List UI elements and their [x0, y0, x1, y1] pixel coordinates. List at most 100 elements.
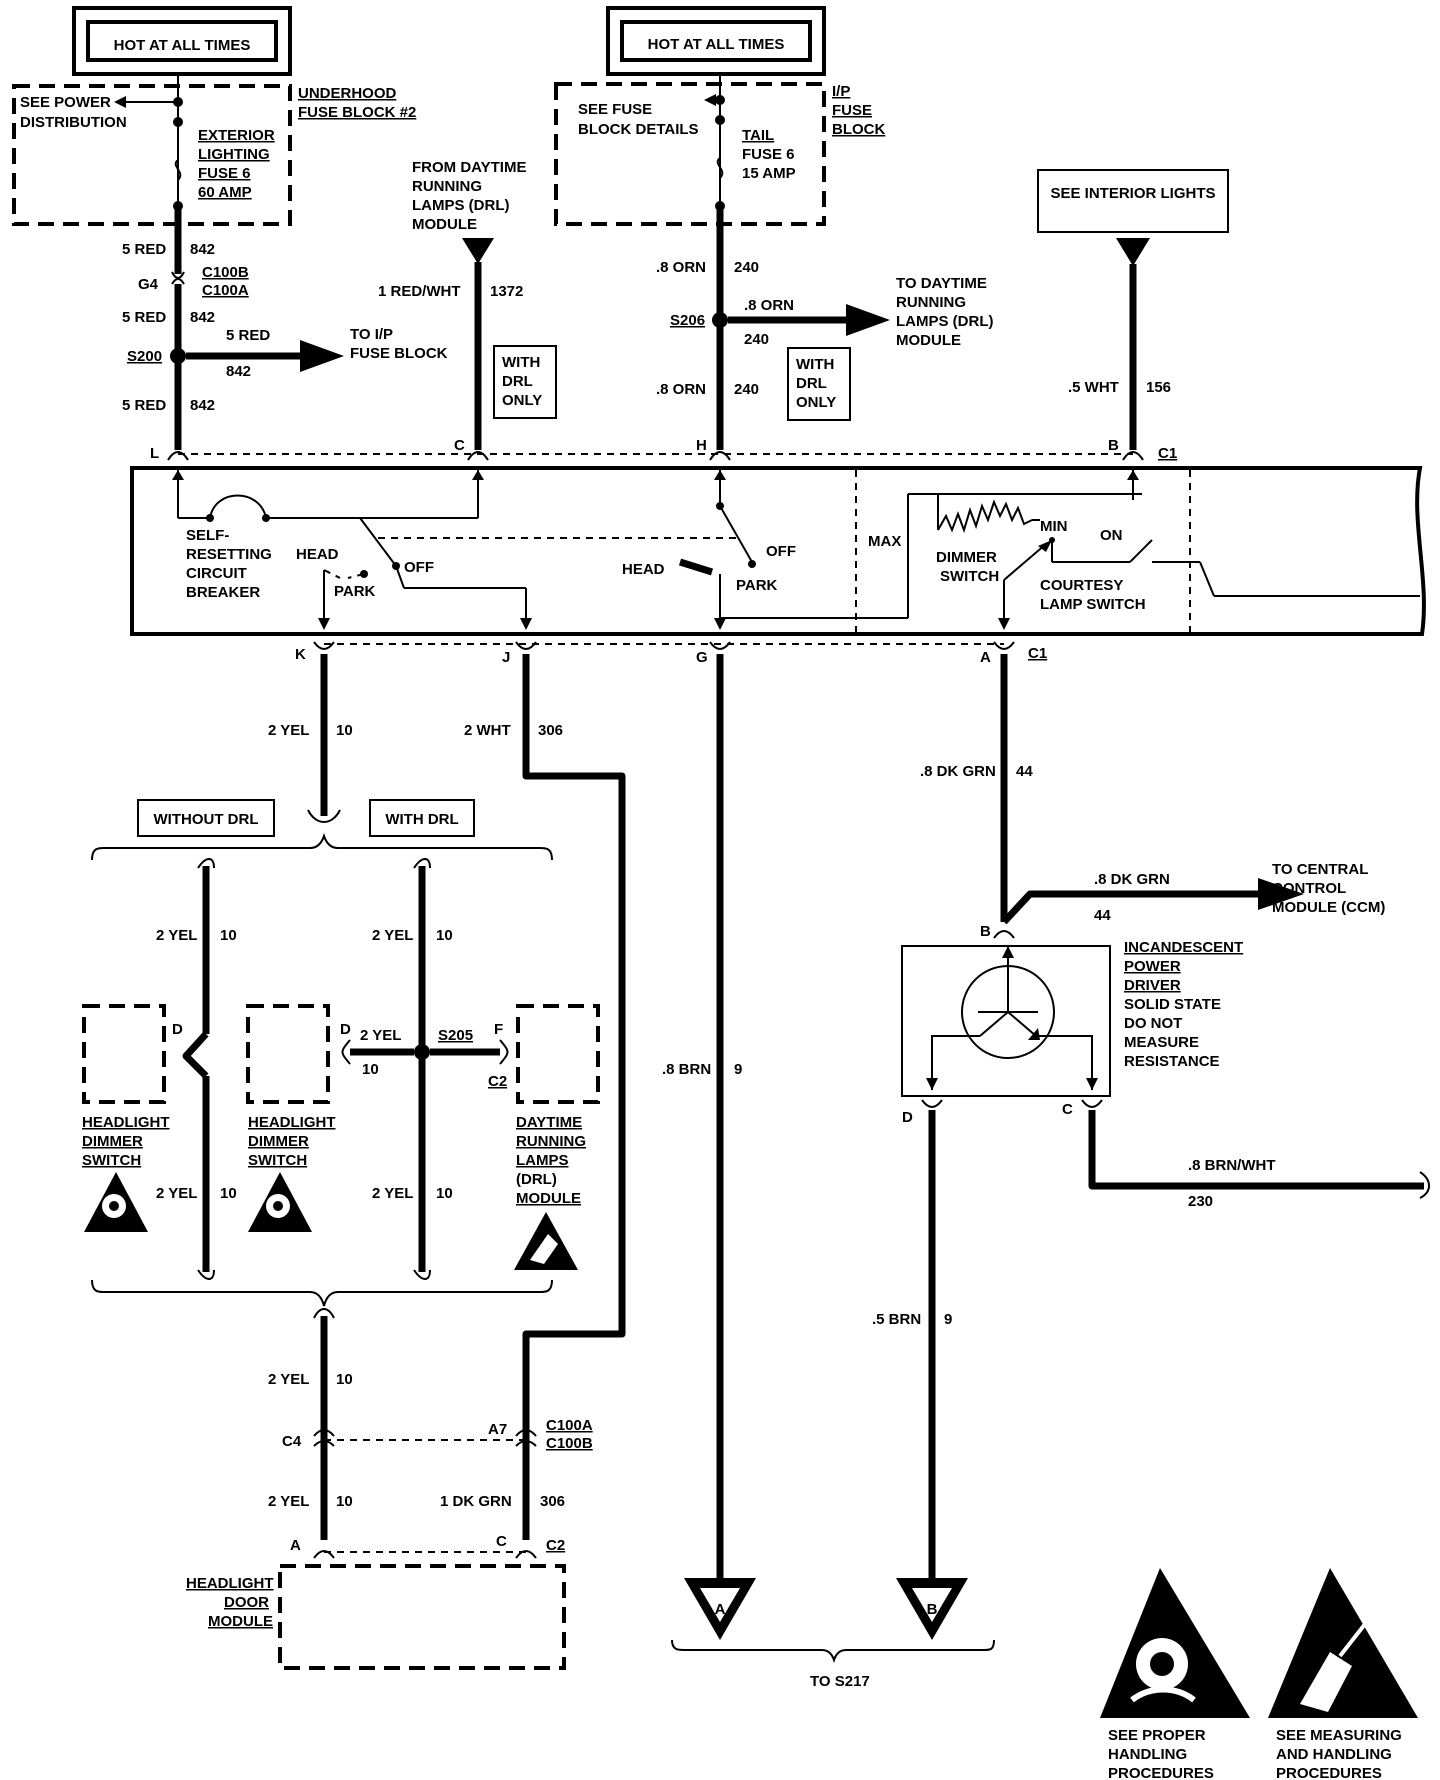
ip-block-name-2: FUSE: [832, 102, 872, 119]
measuring-2: AND HANDLING: [1276, 1746, 1392, 1763]
c100a-label: C100A: [202, 282, 249, 299]
s206-label: S206: [670, 312, 705, 329]
drl-module-b: RUNNING: [516, 1133, 586, 1150]
underhood-fuse-block: SEE POWER DISTRIBUTION UNDERHOOD FUSE BL…: [12, 74, 416, 226]
fuse1-name-1: EXTERIOR: [198, 127, 275, 144]
drl-module-a: DAYTIME: [516, 1114, 582, 1131]
measuring-1: SEE MEASURING: [1276, 1727, 1402, 1744]
s205-pin-f: F: [494, 1021, 503, 1038]
interior-lights-label: SEE INTERIOR LIGHTS: [1050, 185, 1215, 202]
dimmer-switch-2-a: HEADLIGHT: [248, 1114, 336, 1131]
fuse2-name-3: 15 AMP: [742, 165, 796, 182]
courtesy-2: LAMP SWITCH: [1040, 596, 1146, 613]
wire-156: SEE INTERIOR LIGHTS .5 WHT 156: [1037, 169, 1229, 450]
fuse2-name-1: TAIL: [742, 127, 774, 144]
drl-only-1-a: WITH: [502, 354, 540, 371]
pin-J: J: [502, 649, 510, 666]
wire-842-circuit-1: 842: [190, 241, 215, 258]
drl-to-4: MODULE: [896, 332, 961, 349]
ccm-1: TO CENTRAL: [1272, 861, 1368, 878]
wire-842-branch-color: 5 RED: [226, 327, 270, 344]
wire-306-color: 2 WHT: [464, 722, 511, 739]
driver-6: MEASURE: [1124, 1034, 1199, 1051]
connector-b-label: B: [927, 1601, 938, 1618]
wire-230-circuit: 230: [1188, 1193, 1213, 1210]
wire-240-color-1: .8 ORN: [656, 259, 706, 276]
wire-842-color-2: 5 RED: [122, 309, 166, 326]
wire-44-color-1: .8 DK GRN: [920, 763, 996, 780]
wire-10-circuit-7: 10: [336, 1493, 353, 1510]
ip-block-name-3: BLOCK: [832, 121, 885, 138]
wire-156-color: .5 WHT: [1068, 379, 1119, 396]
drl-only-2-c: ONLY: [796, 394, 836, 411]
pin-A: A: [980, 649, 991, 666]
pin-H: H: [696, 437, 707, 454]
wire-842-circuit-3: 842: [190, 397, 215, 414]
measuring-warning-icon: SEE MEASURING AND HANDLING PROCEDURES: [1268, 1568, 1418, 1780]
wire-10-circuit-6: 10: [336, 1371, 353, 1388]
with-drl-label: WITH DRL: [385, 811, 458, 828]
bottom-pins: K J G A C1: [295, 641, 1047, 666]
drl-only-2-b: DRL: [796, 375, 827, 392]
to-s217: TO S217: [671, 1639, 995, 1690]
drl-to-2: RUNNING: [896, 294, 966, 311]
wire-10-color-6: 2 YEL: [268, 1371, 309, 1388]
wire-230-color: .8 BRN/WHT: [1188, 1157, 1276, 1174]
headlight-switch: SELF- RESETTING CIRCUIT BREAKER HEAD PAR…: [130, 466, 1426, 636]
to-s217-label: TO S217: [810, 1673, 870, 1690]
drl-module-d: (DRL): [516, 1171, 557, 1188]
ip-fuse-block: SEE FUSE BLOCK DETAILS I/P FUSE BLOCK TA…: [554, 74, 885, 226]
wire-10-color-5: 2 YEL: [372, 1185, 413, 1202]
wire-10-color-4: 2 YEL: [372, 927, 413, 944]
switch-head-2: HEAD: [622, 561, 665, 578]
dimmer-min: MIN: [1040, 518, 1068, 535]
drl-from-3: LAMPS (DRL): [412, 197, 510, 214]
measuring-warning-icon-small: [514, 1212, 578, 1270]
see-fuse-2: BLOCK DETAILS: [578, 121, 699, 138]
wire-44-circuit-2: 44: [1094, 907, 1111, 924]
wire-10-color-3: 2 YEL: [156, 1185, 197, 1202]
ccm-3: MODULE (CCM): [1272, 899, 1385, 916]
hot-box-1: HOT AT ALL TIMES: [72, 6, 292, 76]
handling-warning-icon-1: [84, 1172, 148, 1232]
without-drl-label: WITHOUT DRL: [154, 811, 259, 828]
door-c2: C2: [546, 1537, 565, 1554]
pin-C: C: [454, 437, 465, 454]
s205-wire-circuit: 10: [362, 1061, 379, 1078]
drl-only-1-b: DRL: [502, 373, 533, 390]
wire-240-circuit-1: 240: [734, 259, 759, 276]
see-fuse-1: SEE FUSE: [578, 101, 652, 118]
wire-240-color-2: .8 ORN: [656, 381, 706, 398]
driver-7: RESISTANCE: [1124, 1053, 1220, 1070]
fuse1-name-3: FUSE 6: [198, 165, 251, 182]
wire-9-g: .8 BRN 9 A: [662, 654, 756, 1640]
wire-10-circuit-5: 10: [436, 1185, 453, 1202]
g4-label: G4: [138, 276, 159, 293]
ip-block-name-1: I/P: [832, 83, 850, 100]
wire-1372: FROM DAYTIME RUNNING LAMPS (DRL) MODULE …: [378, 159, 557, 450]
wire-10-circuit-4: 10: [436, 927, 453, 944]
breaker-1: SELF-: [186, 527, 229, 544]
fuse2-name-2: FUSE 6: [742, 146, 795, 163]
wire-44: .8 DK GRN 44 .8 DK GRN 44 TO CENTRAL CON…: [872, 654, 1430, 1640]
drl-only-2-a: WITH: [796, 356, 834, 373]
pin-C1-bot: C1: [1028, 645, 1047, 662]
driver-4: SOLID STATE: [1124, 996, 1221, 1013]
fuse1-name-2: LIGHTING: [198, 146, 270, 163]
see-power-1: SEE POWER: [20, 94, 111, 111]
wire-9-circuit: 9: [734, 1061, 742, 1078]
driver-5: DO NOT: [1124, 1015, 1182, 1032]
wire-10: 2 YEL 10 WITHOUT DRL WITH DRL 2 YEL 10 D…: [82, 654, 600, 1307]
c4-label: C4: [282, 1433, 302, 1450]
wire-44-color-2: .8 DK GRN: [1094, 871, 1170, 888]
drl-module-c: LAMPS: [516, 1152, 569, 1169]
dimmer-switch-1-b: DIMMER: [82, 1133, 143, 1150]
pin-L: L: [150, 445, 159, 462]
wire-842-color-3: 5 RED: [122, 397, 166, 414]
a7-label: A7: [488, 1421, 507, 1438]
wire-240-circuit-2: 240: [734, 381, 759, 398]
wire-240: .8 ORN 240 S206 .8 ORN 240 TO DAYTIME RU…: [656, 206, 994, 450]
handling-2: HANDLING: [1108, 1746, 1187, 1763]
wire-240-branch-circuit: 240: [744, 331, 769, 348]
